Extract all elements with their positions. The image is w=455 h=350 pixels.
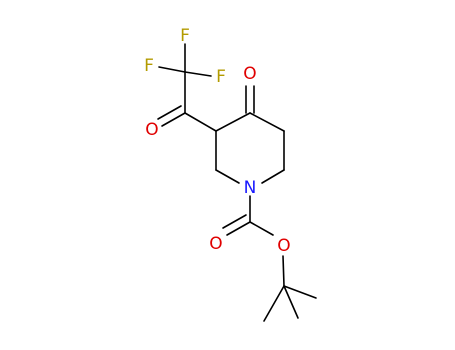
bond-carbamate-oester — [249, 221, 274, 236]
bond-tbu-me2 — [283, 285, 299, 319]
bond-acyl-ring — [184, 112, 217, 132]
bond-acyl-o-1 — [161, 112, 186, 127]
bond-c6-n — [261, 169, 285, 184]
bond-oester-tbu — [282, 255, 285, 287]
atom-f3: F — [216, 67, 226, 87]
bond-tbu-me3 — [263, 285, 285, 322]
atom-o-acyl: O — [145, 120, 158, 140]
bond-layer — [157, 43, 317, 322]
bond-c-f3 — [184, 71, 212, 77]
atom-f2: F — [144, 56, 154, 76]
bond-acyl-o-2 — [157, 105, 182, 120]
bond-carbamate-o-2 — [222, 214, 247, 229]
atom-o-ester: O — [277, 236, 290, 256]
atom-n-ring: N — [244, 178, 257, 198]
atom-f1: F — [180, 26, 190, 46]
atom-o-carbonyl: O — [209, 234, 222, 254]
bond-c-f2 — [158, 66, 186, 73]
bond-tbu-me1 — [283, 285, 317, 299]
bond-n-c2 — [215, 169, 240, 184]
bond-c3-c4 — [215, 112, 251, 132]
bond-c4-c5 — [249, 112, 285, 132]
atom-o-ketone-ring: O — [243, 64, 256, 84]
atom-label-layer: F F F O O N O O — [144, 26, 291, 256]
bond-carbamate-o-1 — [226, 221, 251, 236]
